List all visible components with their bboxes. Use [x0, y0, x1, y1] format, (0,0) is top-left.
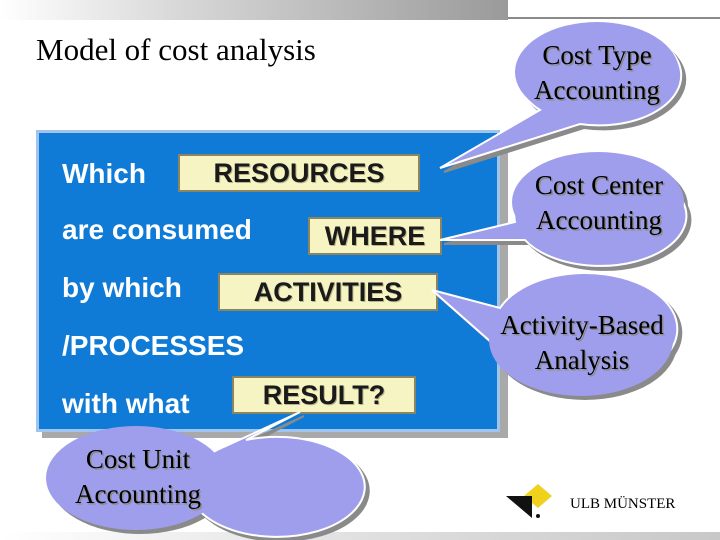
callout-activity-based: Activity-Based Analysis [482, 308, 682, 378]
top-decor-bar [0, 0, 508, 20]
callout-activity-based-line1: Activity-Based [500, 310, 664, 340]
line-processes: /PROCESSES [62, 330, 245, 361]
box-result: RESULT? [232, 376, 416, 414]
callout-cost-unit: Cost Unit Accounting [48, 442, 228, 512]
callout-cost-unit-line2: Accounting [75, 479, 201, 509]
logo-text: ULB MÜNSTER [570, 496, 676, 512]
callout-cost-type-line2: Accounting [534, 75, 660, 105]
ulb-logo-icon [506, 484, 552, 518]
box-where: WHERE [308, 217, 442, 255]
line-with-what: with what [62, 388, 190, 419]
callout-cost-type: Cost Type Accounting [512, 38, 682, 108]
callout-cost-center-line2: Accounting [536, 205, 662, 235]
callout-cost-center: Cost Center Accounting [508, 168, 690, 238]
line-are-consumed: are consumed [62, 214, 252, 245]
top-decor-line [508, 17, 720, 19]
line-by-which: by which [62, 272, 182, 303]
callout-cost-center-line1: Cost Center [534, 170, 664, 200]
bottom-decor-bar [0, 532, 720, 540]
box-resources: RESOURCES [178, 154, 420, 192]
box-activities: ACTIVITIES [218, 273, 438, 311]
callout-cost-unit-line1: Cost Unit [85, 444, 191, 474]
callout-cost-type-line1: Cost Type [542, 40, 652, 70]
slide-title: Model of cost analysis [36, 32, 316, 67]
callout-activity-based-line2: Analysis [534, 345, 630, 375]
line-which: Which [62, 158, 146, 189]
